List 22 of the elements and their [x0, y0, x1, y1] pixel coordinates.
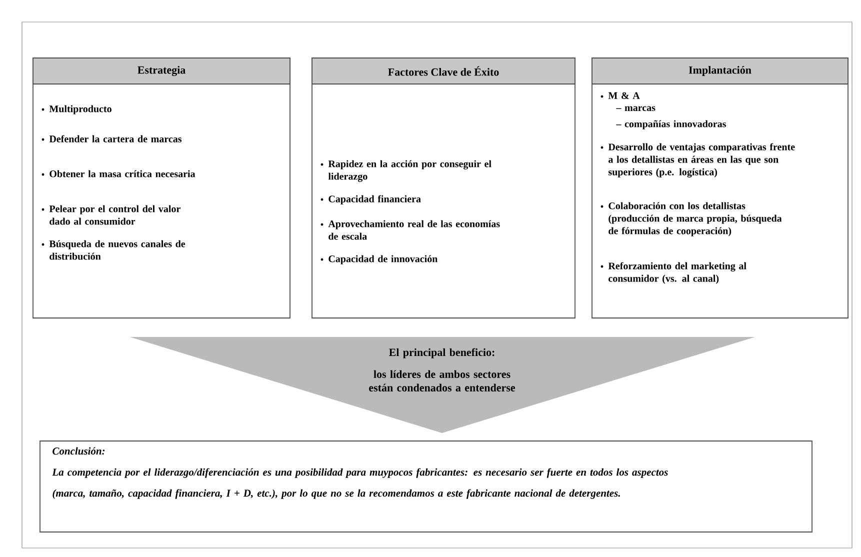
- bullet-item: Capacidad financiera: [320, 195, 421, 204]
- bullet-item: Capacidad de innovación: [320, 255, 438, 264]
- bullet-item: Aprovechamiento real de las economías de escala: [320, 220, 500, 240]
- bullet-item: Pelear por el control del valor dado al consumidor: [42, 205, 180, 225]
- funnel-text: El principal beneficio:: [389, 348, 494, 358]
- sub-item: – marcas: [616, 106, 656, 112]
- bullet-item: Desarrollo de ventajas comparativas frente a los detallistas en áreas en las que son superiores (p.e. logística): [600, 143, 795, 178]
- conclusion-text: Conclusión:: [52, 447, 105, 455]
- conclusion-text: La competencia por el liderazgo/diferenciación es una posibilidad para muypocos fabricantes: es necesario ser fuerte en todos los aspectos (marca, tamaño, capacidad financiera, I + D, etc.), por lo que no se la recomendamos a este fabricante nacional de detergentes.: [52, 468, 668, 499]
- funnel-text: los líderes de ambos sectores están condenados a entenderse: [369, 370, 516, 392]
- column-header: Implantación: [592, 58, 848, 84]
- bullet-item: Reforzamiento del marketing al consumidor (vs. al canal): [600, 262, 746, 284]
- sub-item: – compañías innovadoras: [616, 120, 726, 130]
- bullet-item: Búsqueda de nuevos canales de distribución: [42, 240, 186, 260]
- column-header: Estrategia: [32, 58, 290, 84]
- bullet-item: Obtener la masa crítica necesaria: [42, 170, 196, 178]
- column-header: Factores Clave de Éxito: [312, 58, 576, 84]
- bullet-item: Colaboración con los detallistas (producción de marca propia, búsqueda de fórmulas de cooperación): [600, 202, 782, 236]
- bullet-item: Defender la cartera de marcas: [42, 135, 182, 142]
- bullet-item: M & A: [600, 92, 640, 99]
- bullet-item: Multiproducto: [42, 105, 112, 114]
- bullet-item: Rapidez en la acción por conseguir el liderazgo: [320, 160, 492, 182]
